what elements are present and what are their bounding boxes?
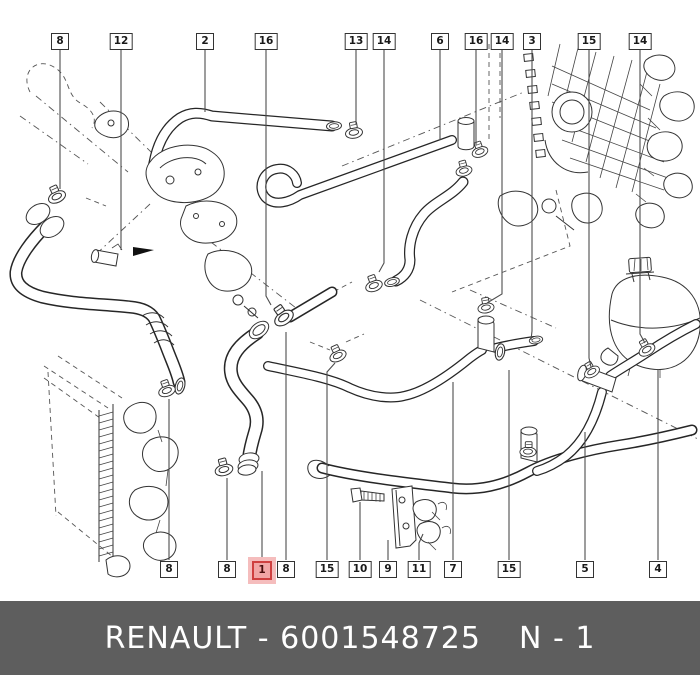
callout-4[interactable]: 4: [649, 561, 667, 578]
mid-hose-tee: [263, 295, 544, 403]
expansion-tank: [600, 256, 700, 378]
main-hose-item-1: [211, 320, 270, 479]
pointer-arrow: [133, 247, 154, 256]
callout-16[interactable]: 16: [464, 33, 488, 50]
callout-8[interactable]: 8: [51, 33, 69, 50]
leader-line-15: [326, 362, 336, 560]
callout-11[interactable]: 11: [407, 561, 431, 578]
engine-block: [488, 43, 695, 231]
leader-line-11: [418, 533, 424, 560]
leader-line-3: [530, 49, 533, 341]
leader-line-14: [639, 49, 646, 344]
thermostat-housing-cluster: [26, 63, 259, 319]
leader-lines: [59, 49, 659, 560]
inlet-pipe: [267, 286, 338, 330]
callout-14[interactable]: 14: [372, 33, 396, 50]
callout-8[interactable]: 8: [277, 561, 295, 578]
callout-14[interactable]: 14: [490, 33, 514, 50]
callout-2[interactable]: 2: [196, 33, 214, 50]
callout-7[interactable]: 7: [444, 561, 462, 578]
upper-diagonal-hoses: [256, 117, 490, 295]
callout-15[interactable]: 15: [497, 561, 521, 578]
callout-3[interactable]: 3: [523, 33, 541, 50]
callout-14[interactable]: 14: [628, 33, 652, 50]
callout-9[interactable]: 9: [379, 561, 397, 578]
leader-line-14: [486, 49, 503, 304]
callout-15[interactable]: 15: [577, 33, 601, 50]
callout-8[interactable]: 8: [160, 561, 178, 578]
callout-15[interactable]: 15: [315, 561, 339, 578]
leader-line-16: [265, 49, 272, 306]
footer-page-label: N - 1: [518, 620, 596, 656]
leader-line-14: [378, 49, 385, 273]
footer-part-number: RENAULT - 6001548725: [104, 620, 481, 656]
callout-12[interactable]: 12: [109, 33, 133, 50]
callout-5[interactable]: 5: [576, 561, 594, 578]
callout-16[interactable]: 16: [254, 33, 278, 50]
footer-bar: RENAULT - 6001548725 N - 1: [0, 601, 700, 675]
callout-1[interactable]: 1: [252, 561, 272, 580]
lower-long-hose: [307, 424, 698, 495]
radiator-outline: [43, 355, 179, 578]
callout-8[interactable]: 8: [218, 561, 236, 578]
callout-10[interactable]: 10: [348, 561, 372, 578]
tank-hose-assembly: [532, 319, 700, 476]
leader-line-15: [588, 49, 592, 368]
callout-13[interactable]: 13: [344, 33, 368, 50]
callout-6[interactable]: 6: [431, 33, 449, 50]
bracket-bolt-clips: [350, 485, 451, 551]
left-hose-assembly: [9, 182, 188, 400]
